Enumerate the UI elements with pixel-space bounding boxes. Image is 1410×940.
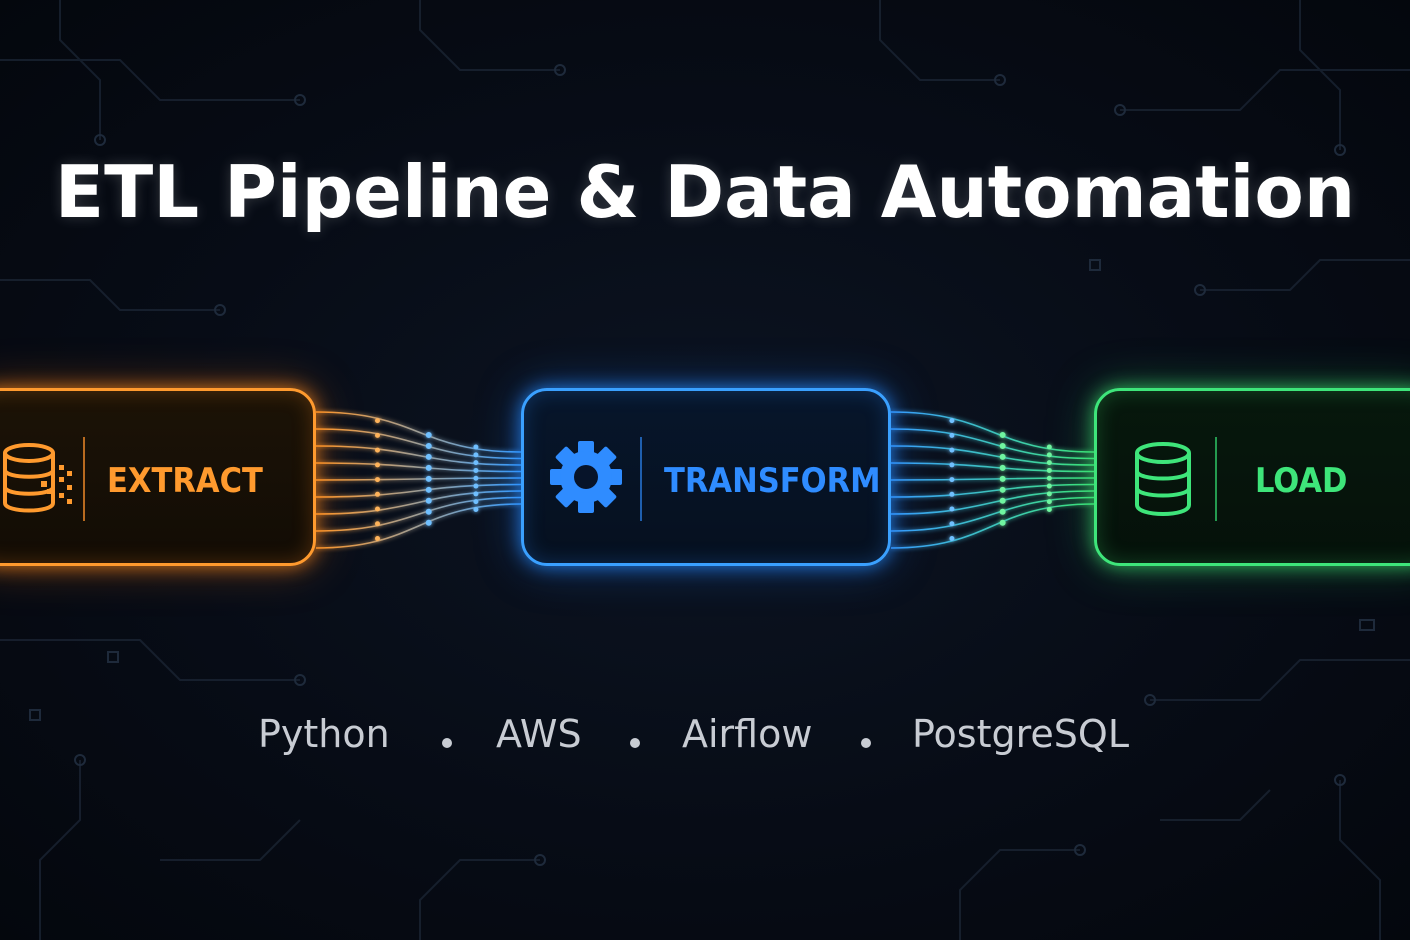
- flow-particle: [425, 475, 432, 482]
- flow-particle: [425, 508, 432, 515]
- flow-strand: [315, 411, 522, 453]
- extract-label: EXTRACT: [107, 461, 263, 501]
- flow-particle: [999, 486, 1006, 493]
- flow-particle: [949, 535, 955, 541]
- flow-particle: [949, 432, 955, 438]
- flow-particle: [473, 506, 479, 512]
- separator-dot: [630, 738, 640, 748]
- flow-particle: [1046, 483, 1052, 489]
- flow-particle: [375, 506, 380, 512]
- flow-particle: [375, 477, 380, 483]
- flow-particle: [1046, 444, 1052, 450]
- flow-particle: [1046, 467, 1052, 473]
- tech-aws: AWS: [496, 712, 582, 756]
- transform-label: TRANSFORM: [664, 461, 881, 501]
- flow-particle: [425, 464, 432, 471]
- flow-particle: [1046, 460, 1052, 466]
- flow-particle: [473, 444, 479, 450]
- flow-particle: [425, 453, 432, 460]
- flow-particle: [375, 491, 380, 497]
- flow-particle: [473, 475, 479, 481]
- flow-particle: [473, 499, 479, 505]
- flow-particle: [425, 519, 432, 526]
- flow-particle: [949, 477, 955, 483]
- flow-strand: [315, 428, 522, 460]
- flow-particle: [999, 431, 1006, 438]
- flow-strand: [890, 411, 1095, 453]
- extract-divider: [83, 437, 85, 521]
- flow-particle: [1046, 499, 1052, 505]
- flow-particle: [1046, 475, 1052, 481]
- flow-strand: [890, 483, 1095, 498]
- load-divider: [1215, 437, 1217, 521]
- flow-particle: [473, 483, 479, 489]
- transform-stage: TRANSFORM: [521, 388, 891, 566]
- flow-particle: [1046, 506, 1052, 512]
- flow-particle: [473, 452, 479, 458]
- load-stage: LOAD: [1094, 388, 1410, 566]
- flow-particle: [375, 535, 380, 541]
- flow-strand: [890, 462, 1095, 473]
- flow-particle: [949, 521, 955, 527]
- flow-particle: [949, 462, 955, 468]
- separator-dot: [861, 738, 871, 748]
- flow-particle: [999, 475, 1006, 482]
- flow-strand: [315, 503, 522, 549]
- flow-particle: [999, 464, 1006, 471]
- database-stack-icon: [3, 443, 72, 513]
- flow-particle: [425, 497, 432, 504]
- flow-strand: [890, 445, 1095, 466]
- flow-particle: [425, 431, 432, 438]
- flow-particle: [375, 447, 380, 453]
- flow-strand: [890, 477, 1095, 481]
- flow-strand: [890, 490, 1095, 515]
- flow-particle: [375, 432, 380, 438]
- flow-strand: [315, 445, 522, 466]
- gear-icon: [550, 441, 622, 513]
- flow-strand: [315, 490, 522, 515]
- flow-particle: [949, 447, 955, 453]
- flow-strand: [315, 462, 522, 473]
- flow-strand: [890, 496, 1095, 532]
- flow-particle: [999, 442, 1006, 449]
- tech-stack: Python AWS Airflow PostgreSQL: [0, 712, 1410, 772]
- flow-particle: [473, 491, 479, 497]
- flow-particle: [375, 418, 380, 424]
- flow-particle: [999, 497, 1006, 504]
- flow-particle: [949, 506, 955, 512]
- load-label: LOAD: [1255, 461, 1348, 501]
- flow-particle: [375, 521, 380, 527]
- extract-stage: EXTRACT: [0, 388, 316, 566]
- separator-dot: [442, 738, 452, 748]
- flow-strand: [890, 503, 1095, 549]
- flow-strand: [890, 428, 1095, 460]
- tech-postgresql: PostgreSQL: [912, 712, 1129, 756]
- flow-particle: [999, 508, 1006, 515]
- transform-divider: [640, 437, 642, 521]
- flow-particle: [1046, 491, 1052, 497]
- tech-python: Python: [258, 712, 390, 756]
- flow-particle: [425, 442, 432, 449]
- flow-particle: [375, 462, 380, 468]
- flow-particle: [999, 453, 1006, 460]
- tech-airflow: Airflow: [682, 712, 813, 756]
- flow-particle: [473, 467, 479, 473]
- flow-particle: [425, 486, 432, 493]
- flow-particle: [949, 418, 955, 424]
- flow-particle: [1046, 452, 1052, 458]
- database-icon: [1135, 442, 1191, 516]
- flow-particle: [949, 491, 955, 497]
- flow-strand: [315, 483, 522, 498]
- flow-strand: [315, 496, 522, 532]
- flow-particle: [473, 460, 479, 466]
- page-title: ETL Pipeline & Data Automation: [54, 150, 1356, 234]
- flow-strand: [315, 477, 522, 481]
- flow-particle: [999, 519, 1006, 526]
